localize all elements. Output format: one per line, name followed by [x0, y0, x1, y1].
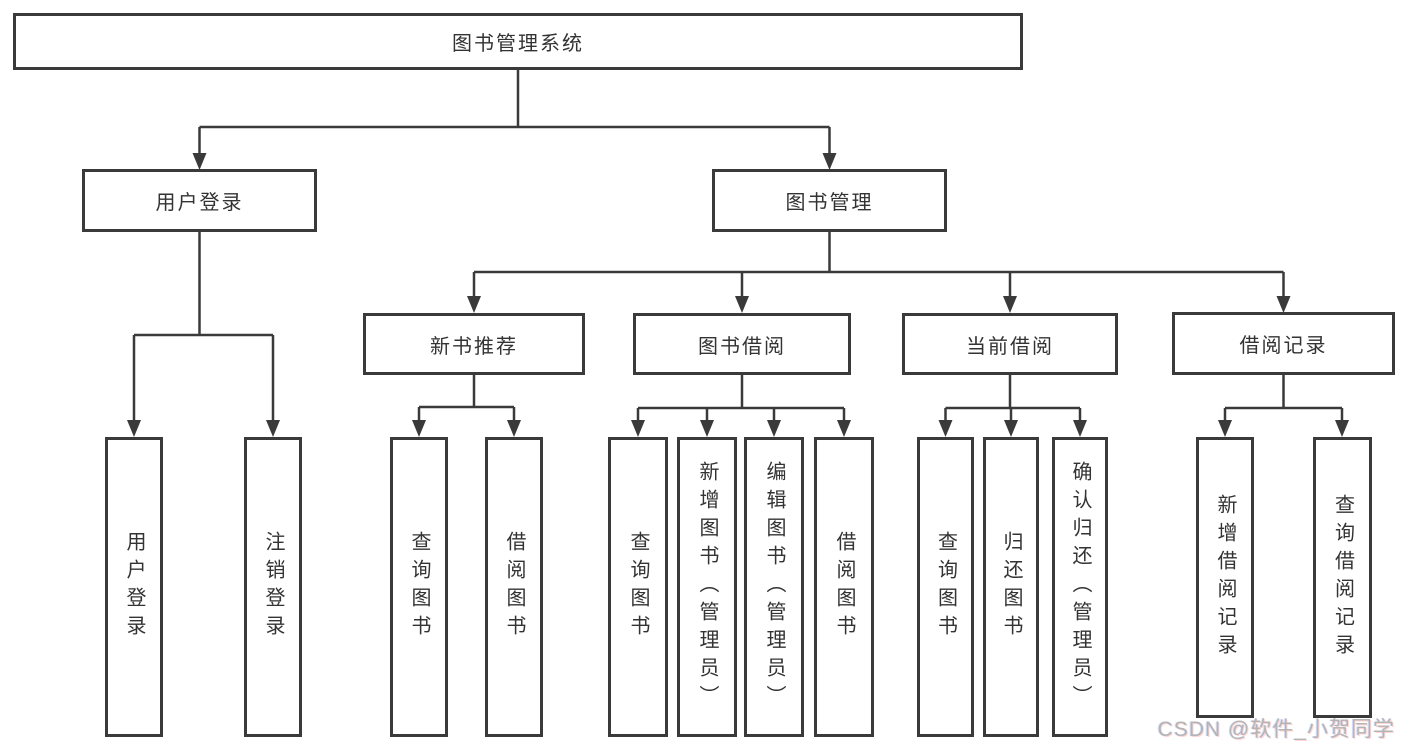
- leaf-add-borrow-record-label: 新增借阅记录: [1214, 493, 1236, 662]
- leaf-query-books-recommend: 查询图书: [390, 437, 448, 737]
- node-borrowing-records: 借阅记录: [1172, 312, 1395, 375]
- leaf-user-login-label: 用户登录: [123, 531, 145, 643]
- node-book-borrowing-label: 图书借阅: [698, 335, 786, 358]
- node-user-login-branch: 用户登录: [82, 169, 317, 232]
- tree-edges: [132, 70, 1344, 424]
- leaf-borrow-books-recommend-label: 借阅图书: [503, 531, 525, 643]
- leaf-return-books: 归还图书: [983, 437, 1039, 737]
- leaf-return-books-label: 归还图书: [1000, 531, 1022, 643]
- leaf-query-borrow-record-label: 查询借阅记录: [1331, 493, 1354, 662]
- leaf-query-books-borrowing: 查询图书: [608, 437, 668, 737]
- node-current-borrowing: 当前借阅: [902, 313, 1118, 375]
- csdn-watermark: CSDN @软件_小贺同学: [1157, 718, 1395, 741]
- leaf-user-login: 用户登录: [105, 437, 163, 737]
- leaf-edit-books-admin-label: 编辑图书（管理员）: [763, 461, 785, 713]
- node-root-system: 图书管理系统: [13, 13, 1023, 70]
- leaf-add-books-admin: 新增图书（管理员）: [677, 437, 737, 737]
- node-borrowing-records-label: 借阅记录: [1239, 335, 1328, 357]
- leaf-logout: 注销登录: [244, 437, 302, 737]
- leaf-borrow-books-borrowing: 借阅图书: [814, 437, 874, 737]
- leaf-add-books-admin-label: 新增图书（管理员）: [696, 461, 718, 713]
- leaf-query-borrow-record: 查询借阅记录: [1313, 437, 1372, 718]
- leaf-query-books-current-label: 查询图书: [934, 531, 957, 643]
- leaf-query-books-recommend-label: 查询图书: [408, 531, 430, 643]
- leaf-confirm-return-admin: 确认归还（管理员）: [1052, 437, 1108, 737]
- leaf-borrow-books-recommend: 借阅图书: [485, 437, 543, 737]
- node-new-book-recommend: 新书推荐: [363, 313, 585, 375]
- node-current-borrowing-label: 当前借阅: [966, 335, 1054, 358]
- leaf-confirm-return-admin-label: 确认归还（管理员）: [1069, 461, 1091, 713]
- leaf-query-books-borrowing-label: 查询图书: [627, 531, 649, 643]
- leaf-borrow-books-borrowing-label: 借阅图书: [833, 531, 855, 643]
- leaf-logout-label: 注销登录: [262, 531, 284, 643]
- node-book-borrowing: 图书借阅: [633, 313, 851, 375]
- node-user-login-branch-label: 用户登录: [155, 192, 244, 214]
- node-book-management: 图书管理: [712, 169, 947, 232]
- arrowheads: [127, 153, 1349, 437]
- leaf-query-books-current: 查询图书: [917, 437, 974, 737]
- node-book-management-label: 图书管理: [785, 192, 874, 214]
- node-root-system-label: 图书管理系统: [452, 33, 584, 55]
- leaf-add-borrow-record: 新增借阅记录: [1196, 437, 1254, 718]
- node-new-book-recommend-label: 新书推荐: [430, 335, 518, 358]
- leaf-edit-books-admin: 编辑图书（管理员）: [744, 437, 804, 737]
